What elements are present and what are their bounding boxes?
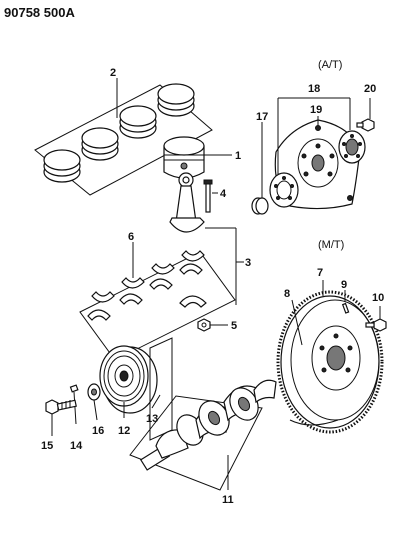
pulley-bolt <box>45 399 77 415</box>
callout-2: 2 <box>110 67 116 79</box>
callout-18: 18 <box>308 83 320 95</box>
callout-9: 9 <box>341 279 347 291</box>
pilot-spacer <box>251 197 269 215</box>
callout-6: 6 <box>128 231 134 243</box>
callout-5: 5 <box>231 320 237 332</box>
callout-17: 17 <box>256 111 268 123</box>
rod-bolt <box>203 179 213 213</box>
callout-19: 19 <box>310 104 322 116</box>
drive-plate-adapter <box>269 172 299 208</box>
callout-14: 14 <box>70 440 83 452</box>
callout-11: 11 <box>222 494 234 506</box>
pulley-washer <box>87 383 101 401</box>
callout-20: 20 <box>364 83 376 95</box>
callout-12: 12 <box>118 425 130 437</box>
piston-ring-set <box>34 83 213 196</box>
crankshaft <box>129 379 277 491</box>
section-label-mt: (M/T) <box>318 239 344 251</box>
callout-10: 10 <box>372 292 384 304</box>
connecting-rod <box>169 172 205 233</box>
drive-plate-bolt <box>356 118 375 132</box>
callout-7: 7 <box>317 267 323 279</box>
diagram-code: 90758 500A <box>4 5 75 20</box>
crankshaft-key <box>69 384 79 393</box>
callout-1: 1 <box>235 150 241 162</box>
section-label-at: (A/T) <box>318 59 342 71</box>
adapter-plate <box>338 130 366 164</box>
piston <box>163 136 205 179</box>
callout-4: 4 <box>220 188 227 200</box>
crankshaft-pulley <box>99 345 158 414</box>
callout-8: 8 <box>284 288 290 300</box>
rod-nut <box>197 318 211 332</box>
bearing-set <box>79 250 236 361</box>
callout-13: 13 <box>146 413 158 425</box>
flywheel <box>276 290 384 434</box>
dowel-pin <box>341 302 350 314</box>
callout-15: 15 <box>41 440 53 452</box>
callout-16: 16 <box>92 425 104 437</box>
callout-3: 3 <box>245 257 251 269</box>
